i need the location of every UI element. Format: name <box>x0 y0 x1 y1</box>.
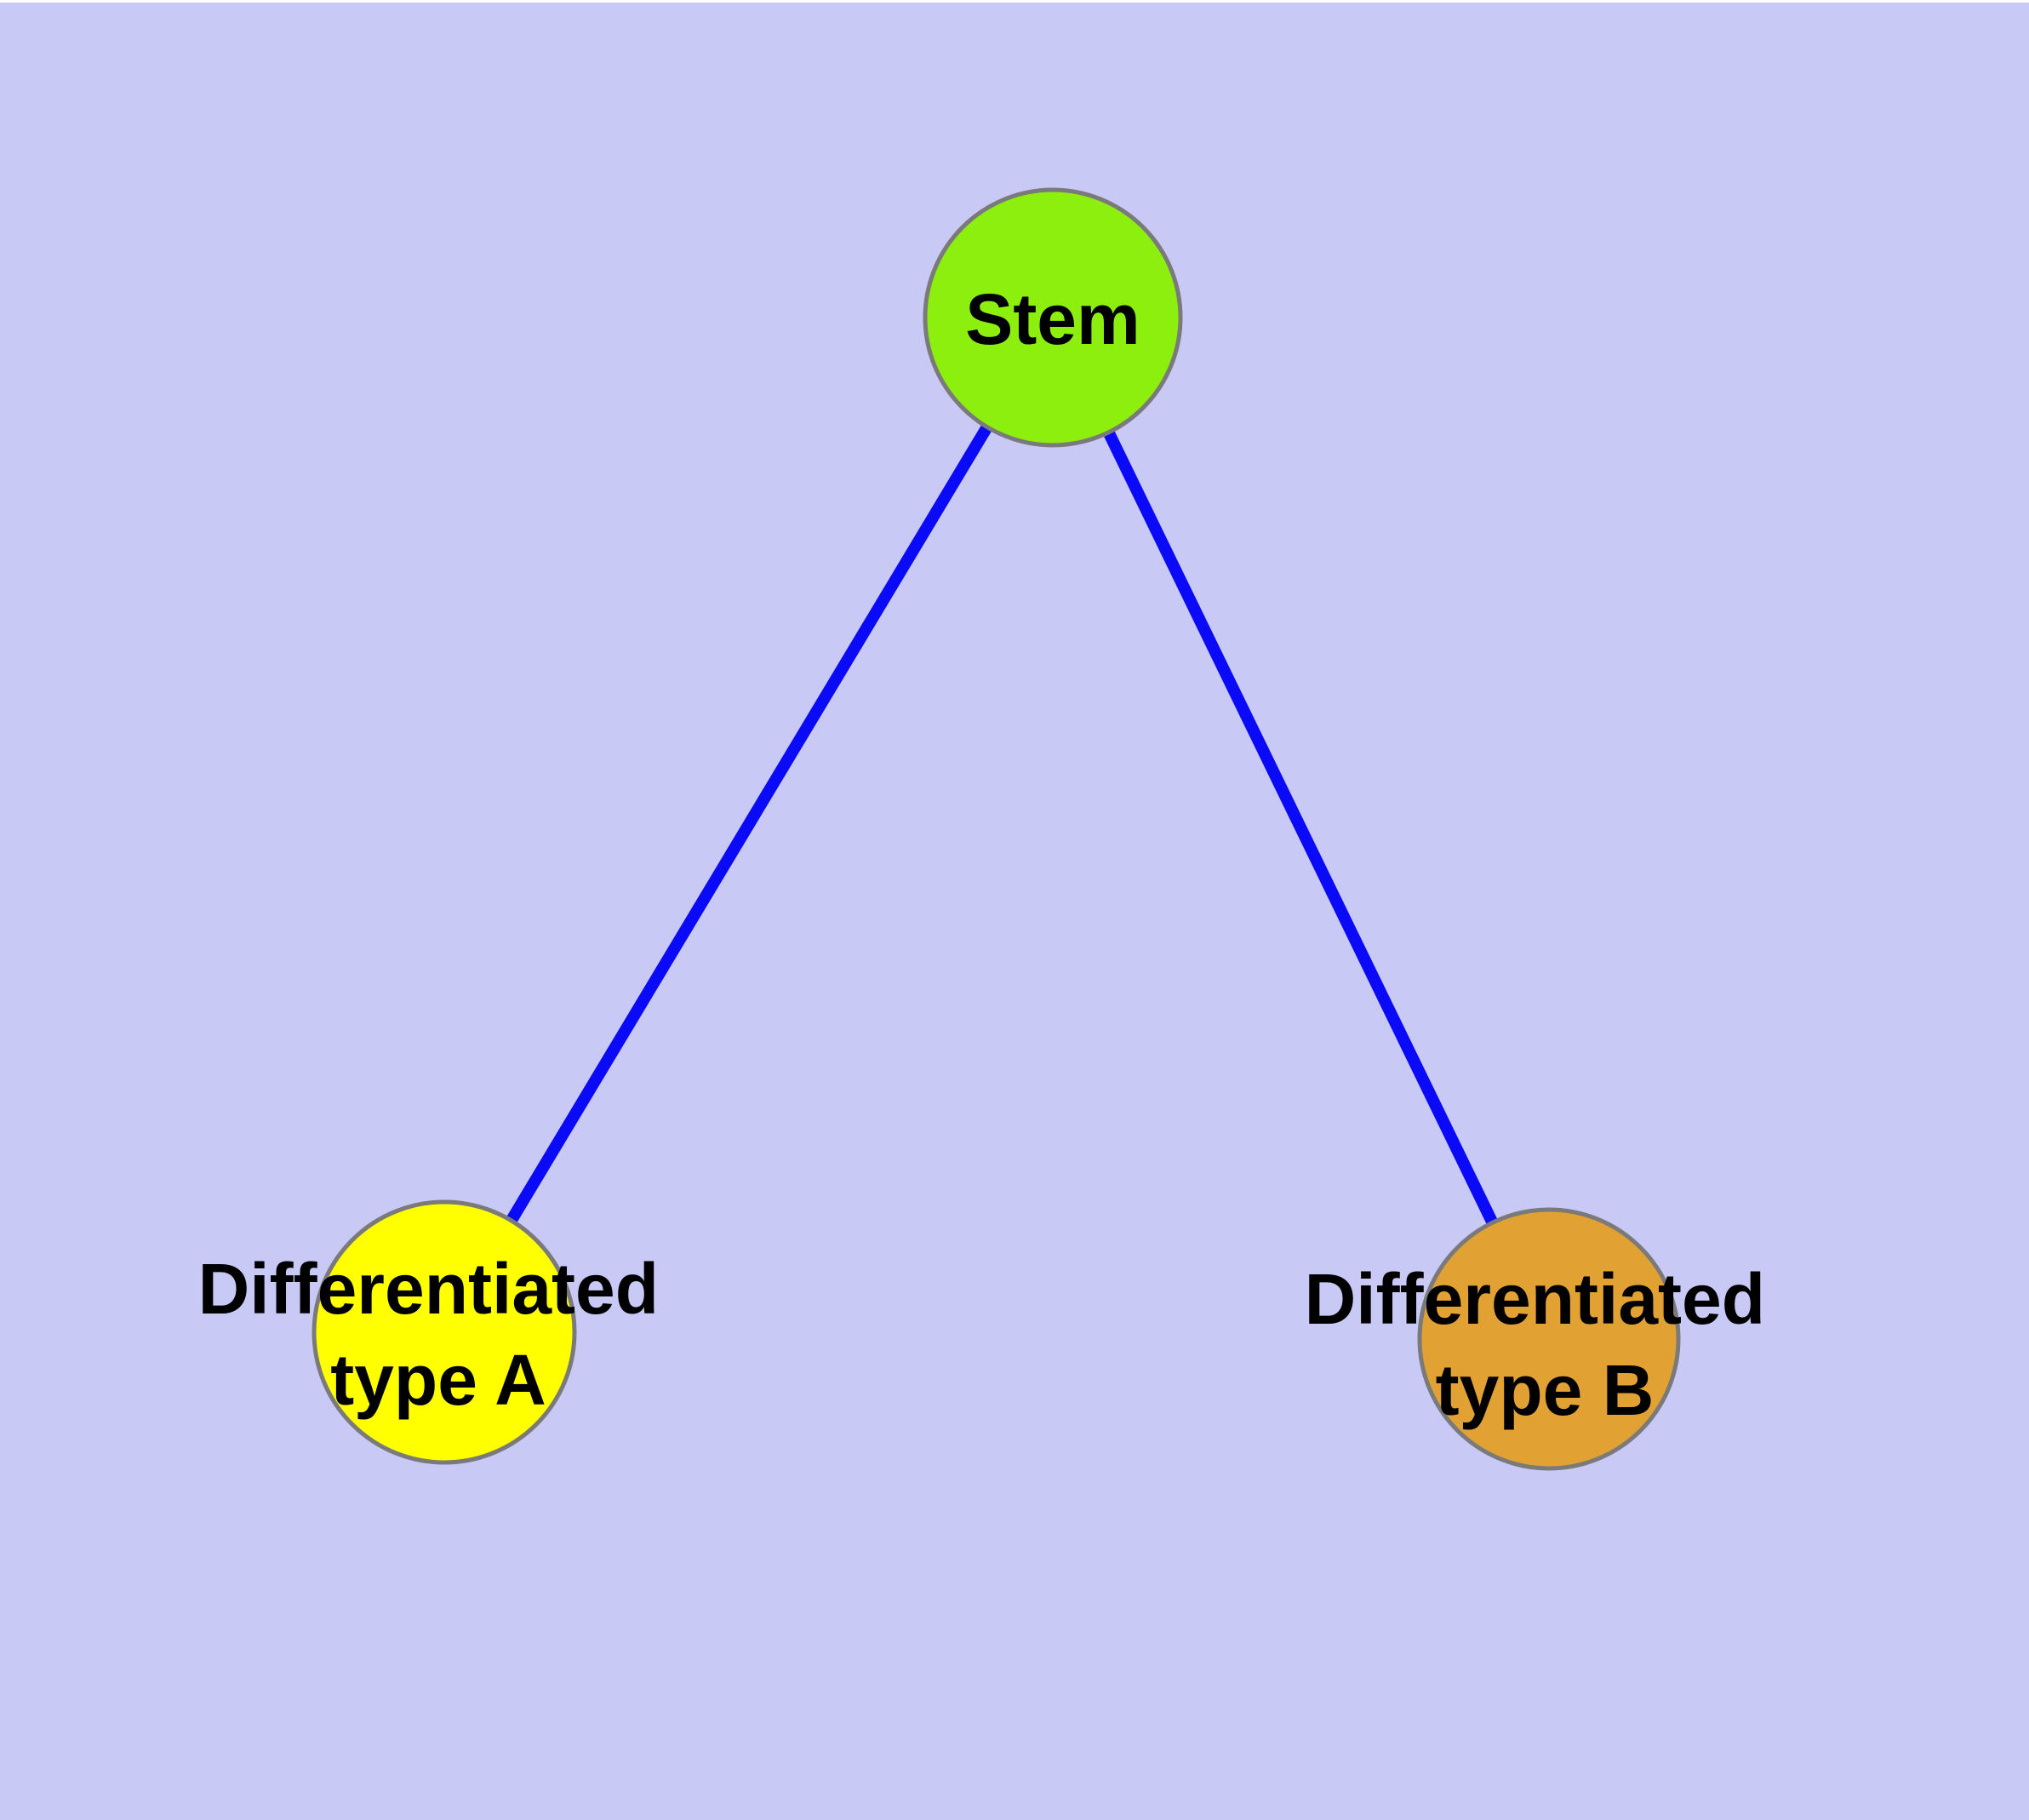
type-a-node-label: Differentiated type A <box>198 1249 679 1420</box>
edge-stem-to-type-a <box>438 314 1059 1336</box>
edge-stem-to-type-b <box>1047 314 1555 1342</box>
type-b-node <box>1417 1207 1681 1471</box>
type-a-label-line-1: Differentiated <box>198 1249 659 1329</box>
stem-node <box>923 187 1183 448</box>
type-b-label-line-2: type B <box>1436 1350 1655 1430</box>
type-b-node-label: Differentiated type B <box>1305 1259 1786 1430</box>
type-a-node <box>311 1199 577 1465</box>
type-a-label-line-2: type A <box>330 1340 546 1420</box>
type-b-label-line-1: Differentiated <box>1305 1259 1765 1339</box>
stem-node-label: Stem <box>965 279 1140 359</box>
